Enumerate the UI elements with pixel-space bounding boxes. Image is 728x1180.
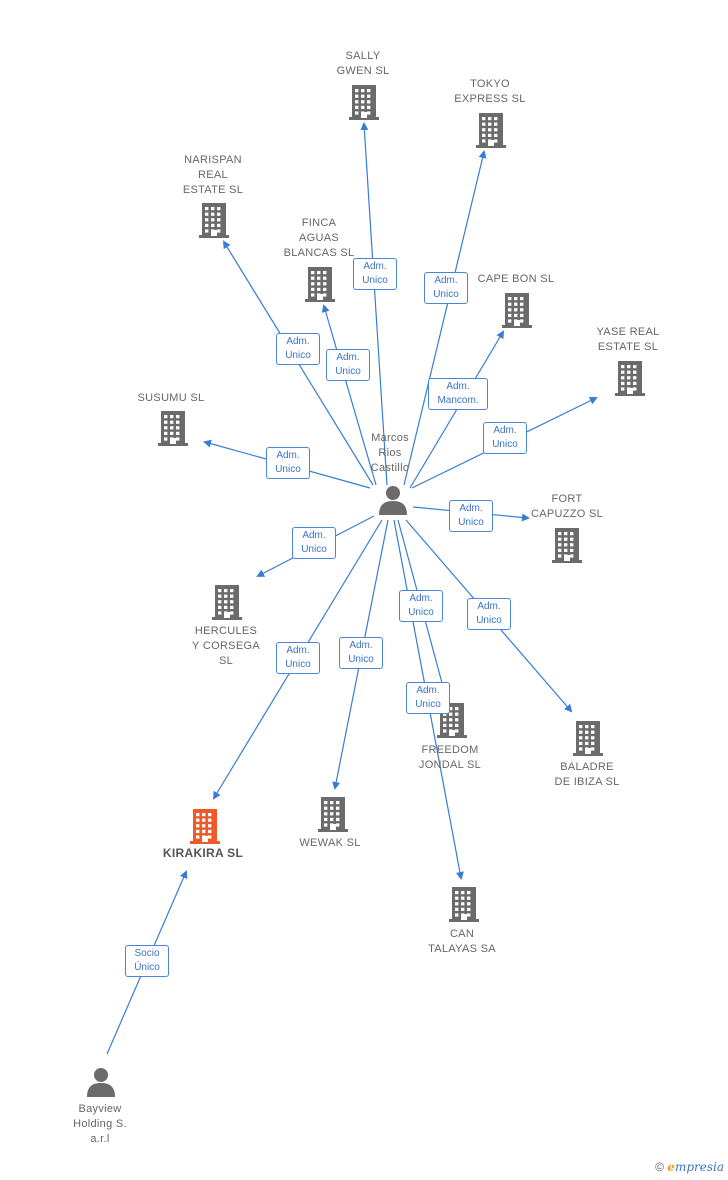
relation-label-sally[interactable]: Adm. Unico (353, 258, 397, 290)
building-icon-yase[interactable] (615, 360, 645, 396)
edge-tokyo (403, 150, 487, 486)
person-label-bayview[interactable]: Bayview Holding S. a.r.l (73, 1103, 127, 1145)
company-label-fort[interactable]: FORT CAPUZZO SL (530, 493, 604, 520)
company-label-finca[interactable]: FINCA AGUAS BLANCAS SL (283, 217, 355, 259)
edges-layer (106, 122, 598, 1055)
footer-credit: © empresia (655, 1160, 724, 1174)
company-label-yase[interactable]: YASE REAL ESTATE SL (596, 326, 660, 353)
relation-label-hercules[interactable]: Adm. Unico (292, 527, 336, 559)
building-icon-susumu[interactable] (158, 410, 188, 446)
relation-label-susumu[interactable]: Adm. Unico (266, 447, 310, 479)
relation-label-narispan[interactable]: Adm. Unico (276, 333, 320, 365)
edge-capebon (409, 330, 505, 489)
company-label-sally[interactable]: SALLY GWEN SL (336, 50, 390, 77)
relation-label-tokyo[interactable]: Adm. Unico (424, 272, 468, 304)
company-label-wewak[interactable]: WEWAK SL (299, 837, 361, 849)
relation-label-fort[interactable]: Adm. Unico (449, 500, 493, 532)
building-icon-tokyo[interactable] (476, 112, 506, 148)
relation-label-bayview[interactable]: Socio Único (125, 945, 169, 977)
brand-logo[interactable]: empresia (667, 1160, 724, 1174)
edge-finca (321, 304, 377, 486)
company-label-baladre[interactable]: BALADRE DE IBIZA SL (554, 761, 620, 788)
building-icon-kirakira[interactable] (190, 808, 220, 844)
relation-label-kirakira[interactable]: Adm. Unico (276, 642, 320, 674)
building-icon-wewak[interactable] (318, 796, 348, 832)
building-icon-sally[interactable] (349, 84, 379, 120)
relation-label-can[interactable]: Adm. Unico (406, 682, 450, 714)
company-label-tokyo[interactable]: TOKYO EXPRESS SL (454, 78, 526, 105)
company-label-capebon[interactable]: CAPE BON SL (477, 273, 555, 285)
building-icon-fort[interactable] (552, 527, 582, 563)
relation-label-yase[interactable]: Adm. Unico (483, 422, 527, 454)
person-label-marcos[interactable]: Marcos Rios Castillo (370, 432, 410, 474)
building-icon-capebon[interactable] (502, 292, 532, 328)
company-label-kirakira[interactable]: KIRAKIRA SL (162, 846, 244, 860)
copyright-icon: © (655, 1160, 664, 1174)
relation-label-freedom[interactable]: Adm. Unico (399, 590, 443, 622)
edge-sally (360, 122, 388, 486)
company-label-narispan[interactable]: NARISPAN REAL ESTATE SL (182, 154, 244, 196)
company-label-susumu[interactable]: SUSUMU SL (137, 392, 205, 404)
building-icon-can[interactable] (449, 886, 479, 922)
relation-label-baladre[interactable]: Adm. Unico (467, 598, 511, 630)
relation-label-capebon[interactable]: Adm. Mancom. (428, 378, 488, 410)
person-icon-bayview[interactable] (85, 1066, 117, 1098)
relation-label-wewak[interactable]: Adm. Unico (339, 637, 383, 669)
company-label-hercules[interactable]: HERCULES Y CORSEGA SL (192, 625, 260, 667)
company-label-can[interactable]: CAN TALAYAS SA (428, 928, 496, 955)
building-icon-finca[interactable] (305, 266, 335, 302)
relation-label-finca[interactable]: Adm. Unico (326, 349, 370, 381)
company-label-freedom[interactable]: FREEDOM JONDAL SL (418, 744, 482, 771)
person-icon-marcos[interactable] (377, 484, 409, 516)
building-icon-baladre[interactable] (573, 720, 603, 756)
building-icon-narispan[interactable] (199, 202, 229, 238)
building-icon-hercules[interactable] (212, 584, 242, 620)
